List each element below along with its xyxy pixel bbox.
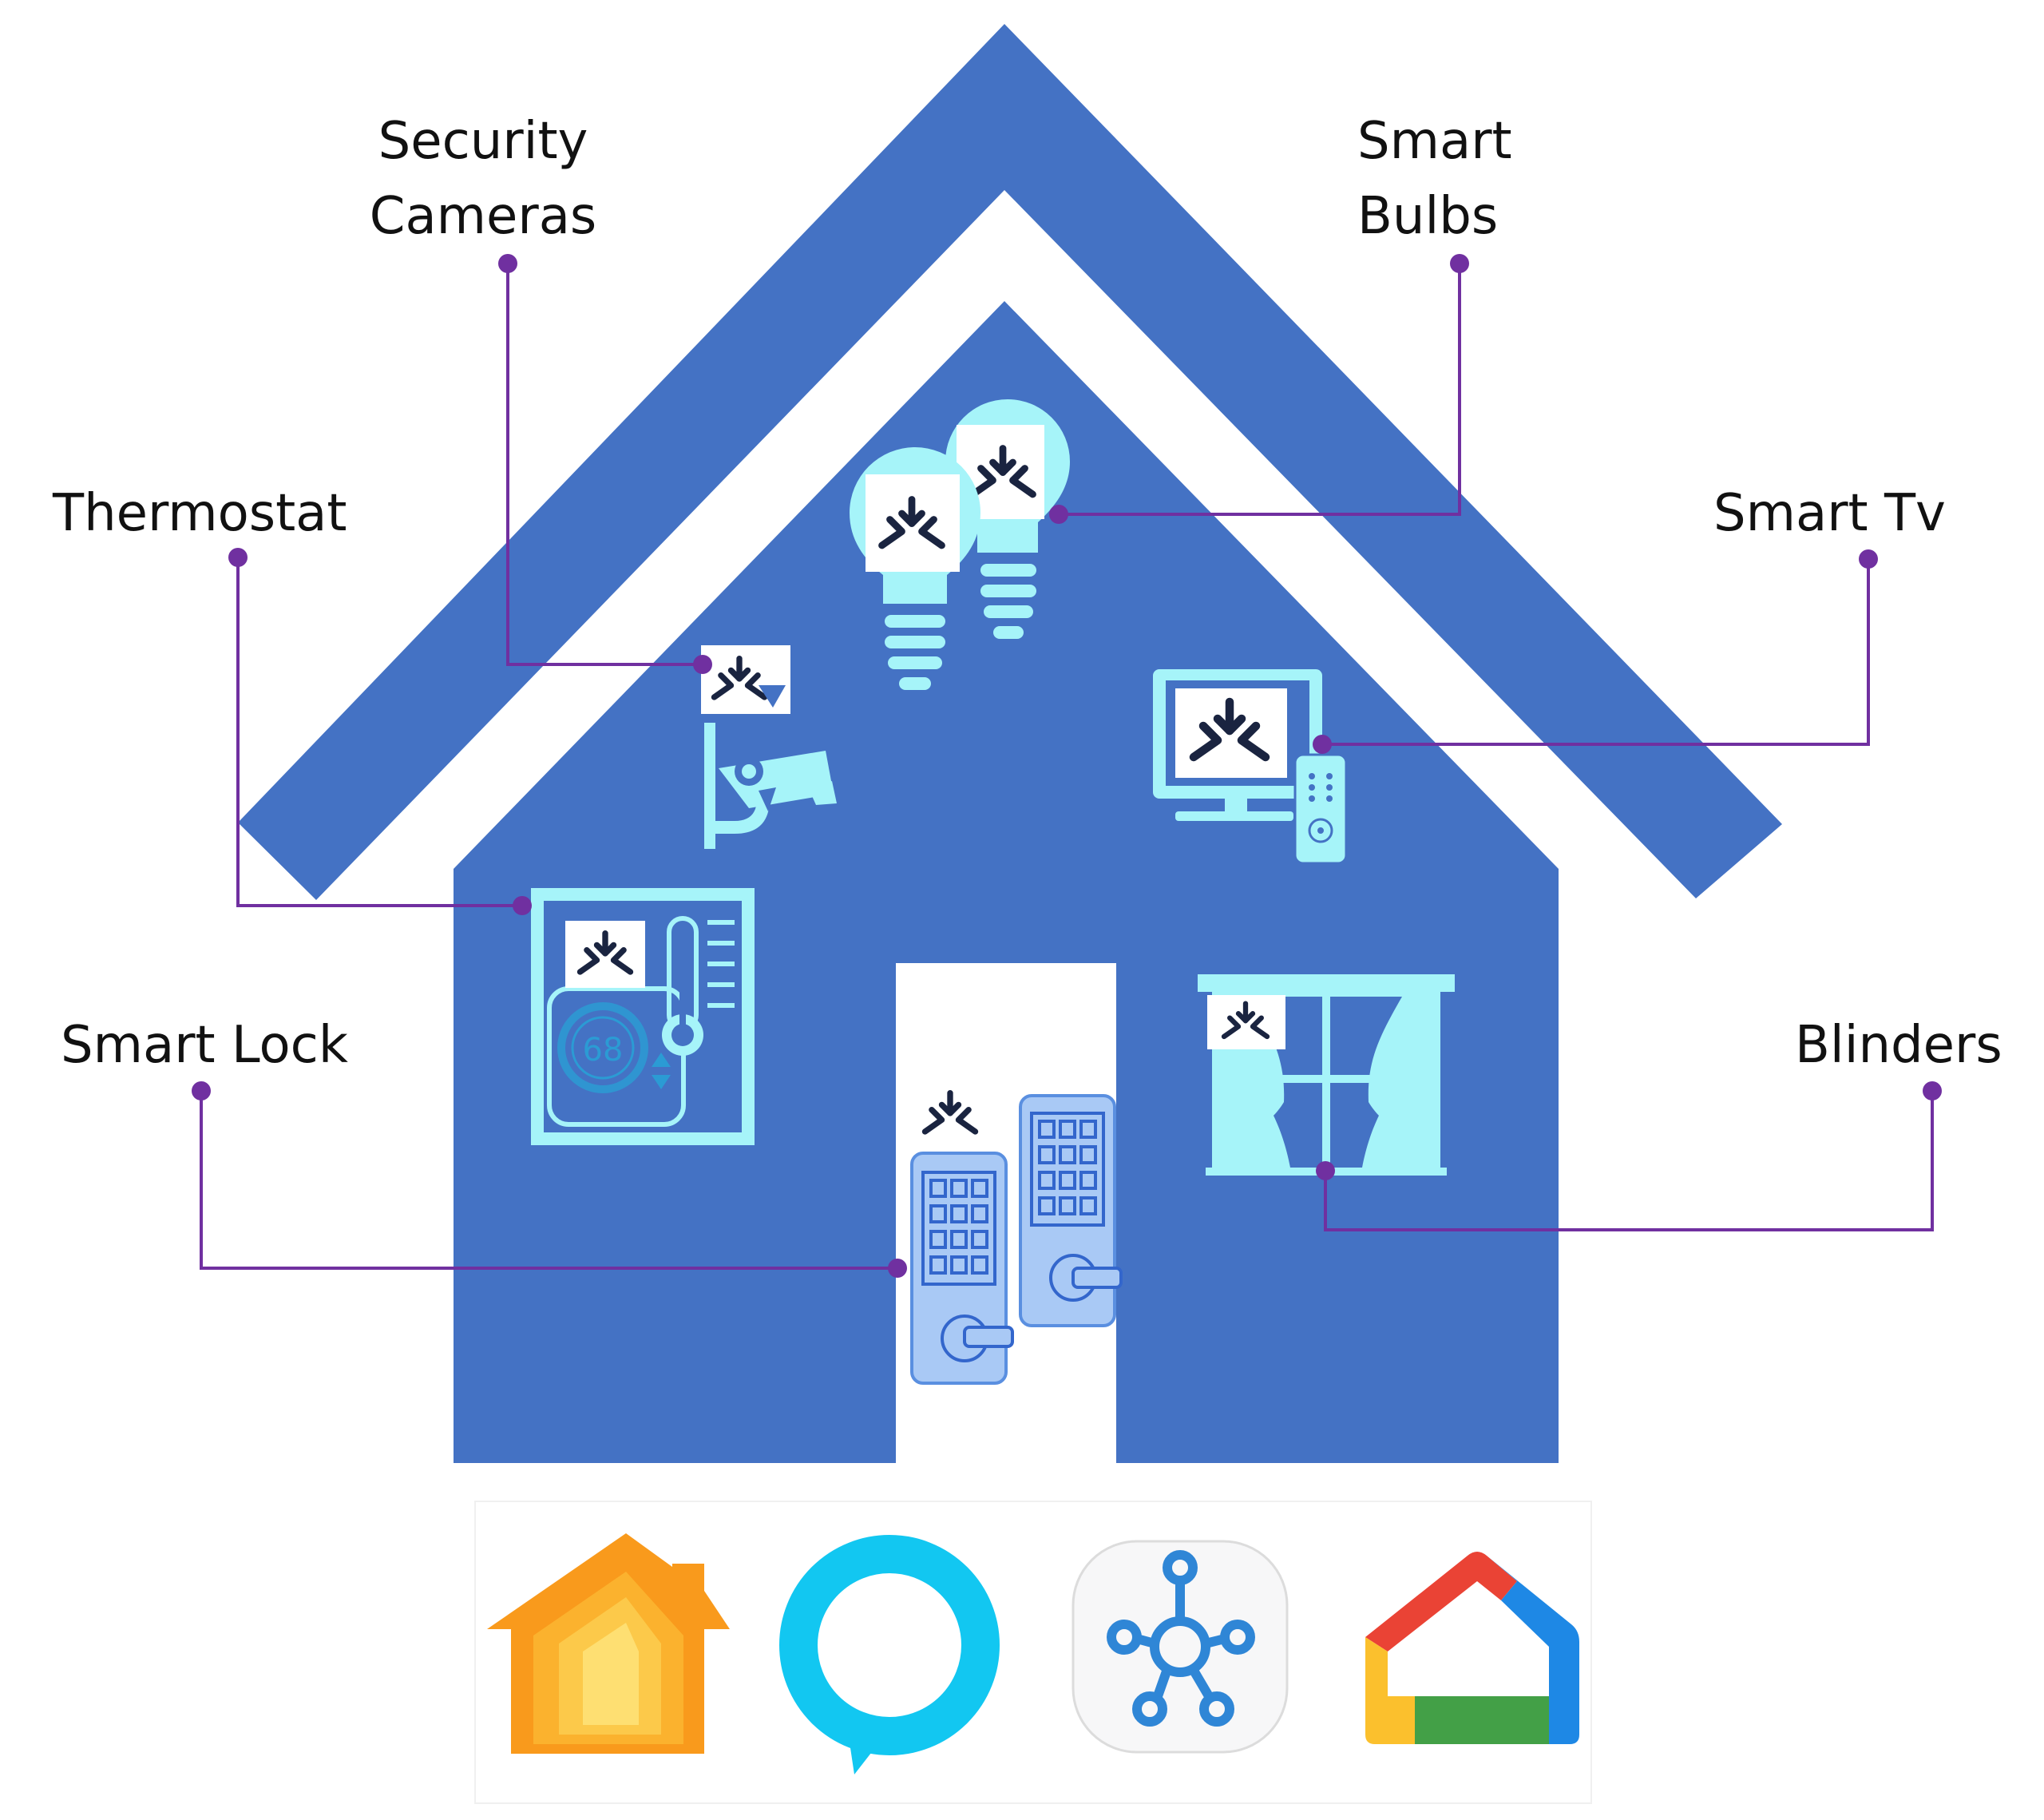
connector-smart-lock [200, 1091, 897, 1270]
smart-tv [1153, 669, 1348, 865]
thermometer-icon [662, 916, 703, 1056]
apple-home-icon [487, 1533, 730, 1754]
label-security-cameras-line1: Security [378, 112, 588, 171]
smart-lock [910, 1081, 1123, 1385]
connector-dots [192, 254, 1942, 1278]
connector-smart-bulbs [1059, 264, 1461, 516]
label-smart-bulbs-line2: Bulbs [1357, 187, 1499, 246]
thermostat: 68 [531, 888, 755, 1145]
label-thermostat: Thermostat [53, 484, 347, 543]
roof [238, 24, 1782, 900]
security-camera [701, 645, 837, 849]
label-security-cameras-line2: Cameras [369, 187, 597, 246]
label-smart-lock: Smart Lock [61, 1016, 348, 1075]
smartthings-icon [1072, 1540, 1289, 1754]
tv-remote [1293, 753, 1348, 865]
connectors [200, 264, 1934, 1270]
smart-bulbs [850, 399, 1070, 690]
lock-front [910, 1152, 1014, 1385]
label-blinders: Blinders [1795, 1016, 2002, 1075]
connector-security-cameras [506, 264, 703, 666]
connector-thermostat [236, 557, 522, 907]
bulb-front [850, 447, 980, 690]
lock-back [1019, 1094, 1123, 1327]
connector-smart-tv [1322, 559, 1870, 746]
label-smart-tv: Smart Tv [1713, 484, 1946, 543]
label-smart-bulbs-line1: Smart [1357, 112, 1512, 171]
connector-blinders [1324, 1091, 1934, 1231]
thermostat-reading: 68 [583, 1032, 624, 1069]
label-security-cameras: Security Cameras [367, 104, 599, 254]
label-smart-bulbs: Smart Bulbs [1357, 104, 1565, 254]
blinders [1198, 974, 1455, 1176]
amazon-alexa-icon [779, 1535, 1000, 1774]
google-home-icon [1365, 1552, 1579, 1744]
